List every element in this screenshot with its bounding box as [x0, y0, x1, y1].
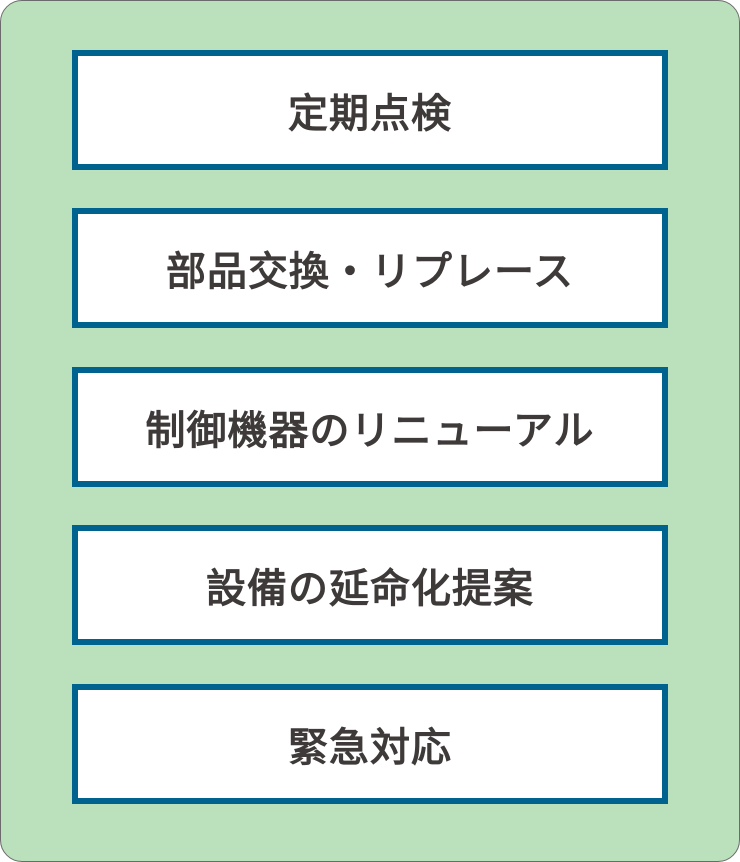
service-item-emergency-response: 緊急対応 [72, 684, 668, 804]
service-item-label: 部品交換・リプレース [166, 249, 574, 295]
service-item-label: 制御機器のリニューアル [145, 408, 595, 454]
service-item-label: 定期点検 [288, 91, 452, 137]
service-item-life-extension: 設備の延命化提案 [72, 525, 668, 645]
service-item-periodic-inspection: 定期点検 [72, 50, 668, 170]
service-item-label: 緊急対応 [288, 725, 452, 771]
service-item-parts-replacement: 部品交換・リプレース [72, 208, 668, 328]
service-item-label: 設備の延命化提案 [206, 566, 534, 612]
service-item-control-renewal: 制御機器のリニューアル [72, 367, 668, 487]
